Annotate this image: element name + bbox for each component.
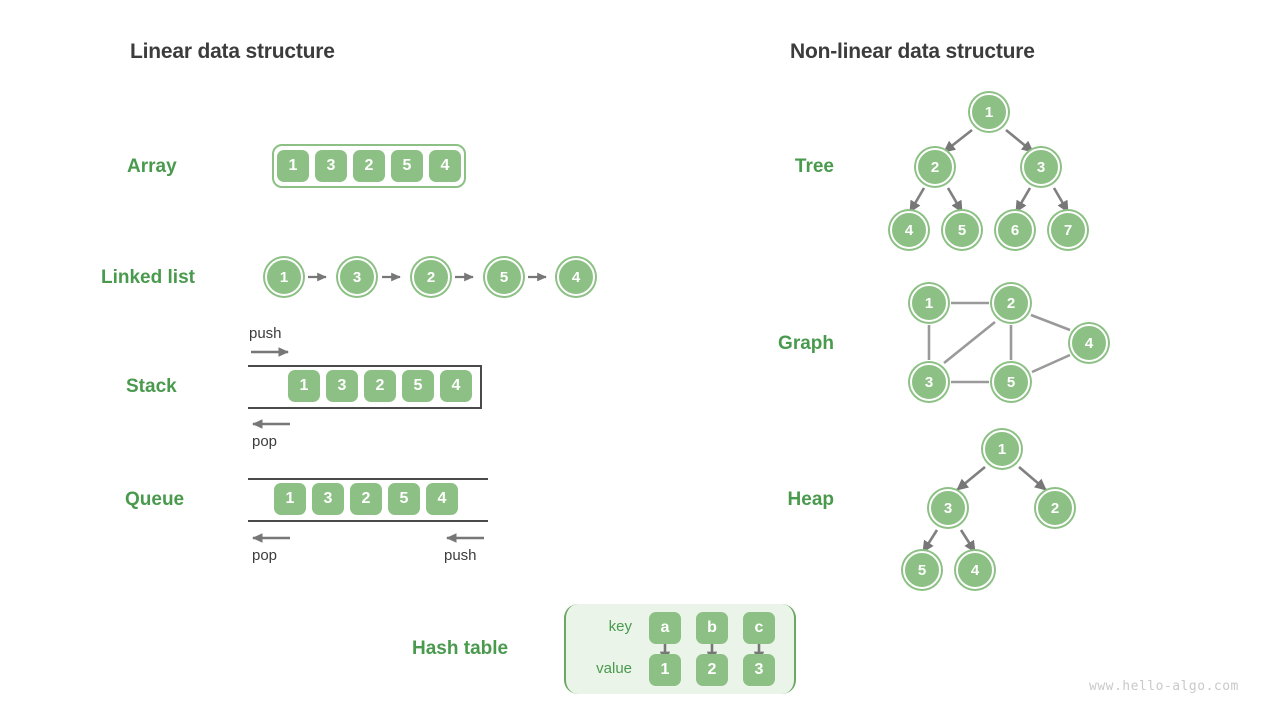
hash-value-label: value: [596, 660, 632, 677]
stack-cell[interactable]: 3: [326, 370, 358, 402]
graph-node[interactable]: 3: [910, 363, 948, 401]
linked-list-node[interactable]: 1: [265, 258, 303, 296]
array-cell[interactable]: 1: [277, 150, 309, 182]
stack-pop-label: pop: [252, 433, 278, 450]
tree-node[interactable]: 6: [996, 211, 1034, 249]
queue-cell[interactable]: 1: [274, 483, 306, 515]
stack-container: [248, 365, 482, 409]
graph-node[interactable]: 1: [910, 284, 948, 322]
array-cell[interactable]: 3: [315, 150, 347, 182]
hash-key-label: key: [608, 618, 632, 635]
array-cell[interactable]: 5: [391, 150, 423, 182]
array-cell[interactable]: 4: [429, 150, 461, 182]
tree-node[interactable]: 5: [943, 211, 981, 249]
row-label-tree: Tree: [794, 156, 834, 177]
stack-cell[interactable]: 2: [364, 370, 396, 402]
row-label-array: Array: [127, 156, 177, 177]
queue-cell[interactable]: 3: [312, 483, 344, 515]
linked-list-node[interactable]: 2: [412, 258, 450, 296]
linked-list-node[interactable]: 5: [485, 258, 523, 296]
graph-node[interactable]: 4: [1070, 324, 1108, 362]
graph-node[interactable]: 2: [992, 284, 1030, 322]
array-cell[interactable]: 2: [353, 150, 385, 182]
tree-node[interactable]: 2: [916, 148, 954, 186]
tree-node[interactable]: 1: [970, 93, 1008, 131]
hash-key-cell[interactable]: c: [743, 612, 775, 644]
tree-node[interactable]: 4: [890, 211, 928, 249]
queue-pop-label: pop: [252, 547, 278, 564]
linked-list-node[interactable]: 4: [557, 258, 595, 296]
hash-value-cell[interactable]: 3: [743, 654, 775, 686]
heap-node[interactable]: 3: [929, 489, 967, 527]
page-title-nonlinear: Non-linear data structure: [790, 40, 1035, 63]
queue-cell[interactable]: 4: [426, 483, 458, 515]
stack-push-label: push: [249, 325, 282, 342]
row-label-linked-list: Linked list: [101, 267, 195, 288]
hash-value-cell[interactable]: 1: [649, 654, 681, 686]
queue-cell[interactable]: 5: [388, 483, 420, 515]
heap-node[interactable]: 4: [956, 551, 994, 589]
queue-push-label: push: [444, 547, 477, 564]
row-label-graph: Graph: [778, 333, 834, 354]
hash-key-cell[interactable]: a: [649, 612, 681, 644]
queue-container: [248, 478, 488, 522]
stack-cell[interactable]: 4: [440, 370, 472, 402]
tree-node[interactable]: 3: [1022, 148, 1060, 186]
watermark: www.hello-algo.com: [1089, 679, 1239, 694]
stack-cell[interactable]: 1: [288, 370, 320, 402]
hash-value-cell[interactable]: 2: [696, 654, 728, 686]
tree-node[interactable]: 7: [1049, 211, 1087, 249]
row-label-queue: Queue: [125, 489, 185, 510]
row-label-hash-table: Hash table: [412, 638, 509, 659]
row-label-heap: Heap: [787, 489, 834, 510]
stack-cell[interactable]: 5: [402, 370, 434, 402]
queue-cell[interactable]: 2: [350, 483, 382, 515]
linked-list-node[interactable]: 3: [338, 258, 376, 296]
heap-node[interactable]: 2: [1036, 489, 1074, 527]
graph-node[interactable]: 5: [992, 363, 1030, 401]
page-title-linear: Linear data structure: [130, 40, 335, 63]
row-label-stack: Stack: [126, 376, 177, 397]
heap-node[interactable]: 5: [903, 551, 941, 589]
hash-key-cell[interactable]: b: [696, 612, 728, 644]
heap-node[interactable]: 1: [983, 430, 1021, 468]
